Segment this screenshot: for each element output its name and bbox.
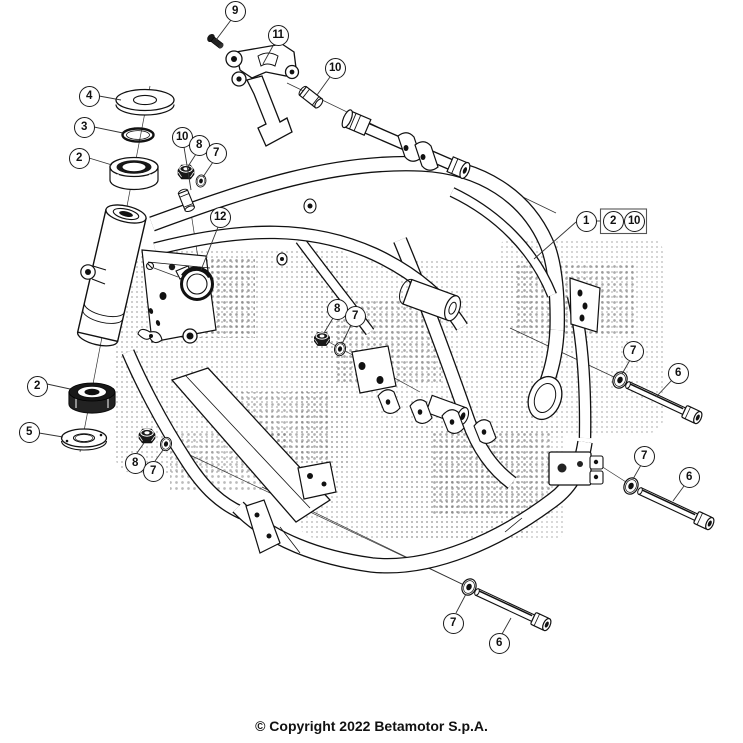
part-bearing-2-top <box>109 156 159 191</box>
leader-lines <box>38 19 685 635</box>
part-bolt-6-bottom <box>471 584 554 633</box>
frame-artwork <box>121 109 604 574</box>
part-bolt-9 <box>207 33 224 49</box>
part-pin-10-top <box>296 84 325 110</box>
part-head-tube <box>76 204 147 347</box>
part-washer-4 <box>115 88 175 116</box>
part-washer-7-top <box>194 173 208 189</box>
part-washer-5 <box>60 428 108 451</box>
copyright-text: © Copyright 2022 Betamotor S.p.A. <box>255 718 488 734</box>
part-clamp-12 <box>145 261 214 301</box>
part-nut-8-top <box>177 164 195 180</box>
part-bearing-2-bottom <box>68 382 116 414</box>
part-nut-8-lowerleft <box>138 428 156 444</box>
callout-group-box <box>599 208 648 235</box>
part-bolt-6-midright <box>634 483 717 532</box>
part-oring-3 <box>121 127 155 143</box>
part-nut-8-mid <box>313 331 331 347</box>
part-bracket-11 <box>225 43 300 147</box>
